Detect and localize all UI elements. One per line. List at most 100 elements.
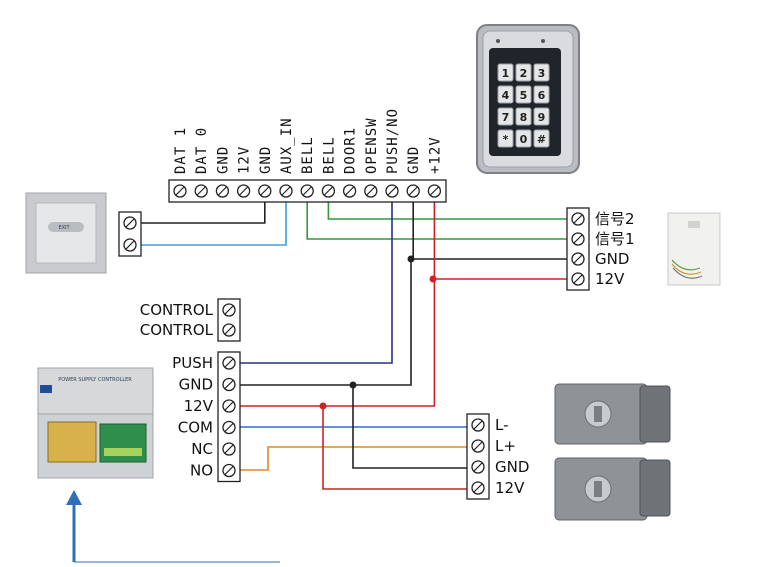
- exit-button-terminal-block: [118, 211, 142, 257]
- keypad-key-label: 2: [520, 67, 528, 80]
- power-terminal-label: GND: [179, 376, 213, 394]
- junction-dot: [429, 275, 437, 283]
- keypad-key-label: 1: [502, 67, 510, 80]
- keypad-key: [515, 107, 532, 126]
- doorbell-terminal-screw-slot: [573, 254, 583, 264]
- doorbell-terminal-frame: [566, 207, 590, 291]
- keypad-key-label: 5: [520, 89, 528, 102]
- wire-gnd-power: [240, 258, 414, 386]
- controller-terminal-label: GND: [215, 146, 231, 174]
- doorbell-terminal-screw-slot: [573, 274, 583, 284]
- keypad-key: [533, 85, 550, 104]
- keypad-key-label: 4: [502, 89, 510, 102]
- keypad-key-label: 8: [520, 111, 528, 124]
- controller-terminal-screw-slot: [302, 186, 312, 196]
- lock-terminal-label: L+: [495, 437, 516, 455]
- power-terminal-label: PUSH: [172, 354, 213, 372]
- controller-terminal-label: GND: [258, 146, 274, 174]
- lock-terminal-label: 12V: [495, 479, 525, 497]
- power-terminal-label: COM: [178, 419, 213, 437]
- controller-terminal-screw-slot: [239, 186, 249, 196]
- controller-terminal-screw-slot: [429, 186, 439, 196]
- power-terminal-label: NO: [190, 462, 213, 480]
- keypad-key-label: 9: [538, 111, 546, 124]
- controller-terminal-screw-slot: [323, 186, 333, 196]
- lock-terminal-label: GND: [495, 458, 529, 476]
- lock-terminal-frame: [466, 413, 490, 500]
- controller-terminal-screw-slot: [408, 186, 418, 196]
- power-terminal-screw-slot: [224, 380, 234, 389]
- keypad-key-label: 3: [538, 67, 546, 80]
- doorbell-terminal-label: 信号2: [595, 210, 635, 228]
- power-terminal-screw-slot: [224, 401, 234, 411]
- controller-terminal-label: PUSH/NO: [385, 108, 401, 174]
- keypad-key-label: 6: [538, 89, 546, 102]
- junction-dot: [349, 381, 357, 389]
- controller-terminal-label: OPENSW: [364, 117, 380, 174]
- keypad-key-label: *: [503, 133, 509, 146]
- keypad-key: [533, 63, 550, 82]
- wire-bell-signal1: [306, 197, 567, 240]
- wire-12v-doorbell: [433, 197, 567, 280]
- power-terminal-label: 12V: [184, 397, 214, 415]
- controller-terminal-screw-slot: [217, 186, 227, 196]
- control-terminal-screw-slot: [224, 305, 234, 315]
- controller-terminal-screw-slot: [175, 186, 185, 196]
- wire-12v-power: [240, 279, 436, 407]
- lock-terminal-screw-slot: [473, 462, 483, 472]
- controller-terminal-screw-slot: [260, 186, 270, 196]
- keypad-key-label: 0: [520, 133, 528, 146]
- wire-bell-signal2: [327, 197, 567, 220]
- keypad-key: [497, 85, 514, 104]
- wire-gnd-lock: [352, 385, 467, 469]
- controller-terminal-label: +12V: [427, 136, 443, 174]
- power-supply-terminal-block: PUSH GND 12V COM NC NO: [172, 351, 241, 483]
- wire-exit-aux: [141, 197, 287, 246]
- keypad-key-label: #: [537, 133, 546, 146]
- doorbell-device: [667, 212, 721, 286]
- power-terminal-screw-slot: [224, 358, 234, 368]
- doorbell-terminal-screw-slot: [573, 214, 583, 224]
- keypad-key: [497, 129, 514, 148]
- keypad-key: [533, 129, 550, 148]
- controller-terminal-label: AUX_IN: [279, 117, 295, 174]
- keypad-key: [533, 107, 550, 126]
- power-terminal-label: NC: [191, 440, 213, 458]
- keypad-key: [497, 63, 514, 82]
- controller-terminal-label: DOOR1: [343, 127, 359, 174]
- controller-terminal-screw-slot: [366, 186, 376, 196]
- junction-dots: [319, 255, 437, 410]
- keypad-key: [515, 129, 532, 148]
- keypad-key: [515, 85, 532, 104]
- doorbell-terminal-label: 12V: [595, 270, 625, 288]
- wire-gnd-doorbell: [412, 197, 567, 260]
- power-supply-brand: KO: [43, 387, 50, 393]
- controller-terminal-screw-slot: [387, 186, 397, 196]
- exit-button-label: EXIT: [58, 225, 70, 231]
- controller-terminal-screw-slot: [345, 186, 355, 196]
- exit-button-device: EXIT: [25, 192, 107, 274]
- lock-terminal-screw-slot: [473, 420, 483, 430]
- controller-terminal-label: GND: [406, 146, 422, 174]
- power-supply-device: POWER SUPPLY CONTROLLER KO: [37, 367, 154, 479]
- junction-dot: [407, 255, 415, 263]
- wire-push: [240, 197, 393, 364]
- control-terminal-screw-slot: [224, 325, 234, 335]
- control-terminal-label: CONTROL: [140, 321, 214, 339]
- wire-no-lplus: [240, 446, 467, 471]
- keypad-key: [497, 107, 514, 126]
- doorbell-terminal-label: GND: [595, 250, 629, 268]
- keypad-key: [515, 63, 532, 82]
- electric-lock-device: [554, 383, 671, 521]
- doorbell-terminal-screw-slot: [573, 234, 583, 244]
- power-terminal-screw-slot: [224, 466, 234, 475]
- power-terminal-screw-slot: [224, 423, 234, 432]
- controller-terminal-label: BELL: [321, 136, 337, 174]
